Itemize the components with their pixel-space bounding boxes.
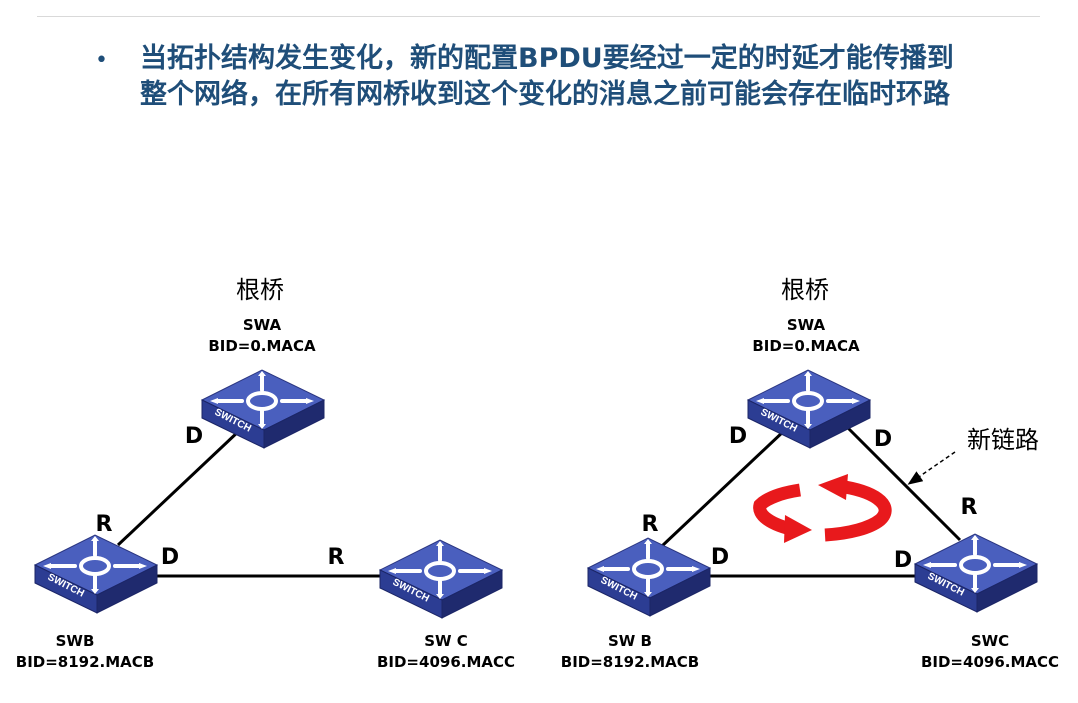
right-port-c-b: D [894,548,912,573]
right-topology: SWITCH SWITCH SWITCH 新链路 根桥 SWA BID=0.MA… [561,276,1059,671]
left-link-a-b [116,428,242,547]
right-port-a-b: D [729,424,747,449]
dashed-arrow-icon [907,451,956,485]
bullet-text: 当拓扑结构发生变化，新的配置BPDU要经过一定的时延才能传播到整个网络，在所有网… [140,43,954,110]
right-swc-switch-icon: SWITCH [913,532,1039,614]
left-port-b-c: D [161,545,179,570]
left-port-a-b: D [185,424,203,449]
left-swb-switch-icon: SWITCH [33,533,159,615]
left-swb-name: SWB [56,632,95,650]
bullet-point-marker: • [95,48,108,73]
right-port-b-c: D [711,545,729,570]
new-link-label: 新链路 [967,426,1039,454]
right-swa-switch-icon: SWITCH [746,368,872,450]
right-swc-bid: BID=4096.MACC [921,653,1059,671]
right-root-bridge-label: 根桥 [781,276,829,304]
left-swc-name: SW C [424,632,468,650]
right-swa-name: SWA [787,316,826,334]
right-swb-name: SW B [608,632,652,650]
right-swb-switch-icon: SWITCH [586,536,712,618]
left-root-bridge-label: 根桥 [236,276,284,304]
right-swa-bid: BID=0.MACA [752,337,860,355]
left-swa-bid: BID=0.MACA [208,337,316,355]
top-rule [37,16,1040,17]
left-swb-bid: BID=8192.MACB [16,653,154,671]
left-port-b-a: R [96,512,113,537]
left-swa-name: SWA [243,316,282,334]
left-topology: SWITCH SWITCH SWITCH 根桥 SWA BID=0.MACA S… [16,276,515,671]
left-swc-switch-icon: SWITCH [378,538,504,620]
left-port-c-b: R [328,545,345,570]
right-port-c-a: R [961,495,978,520]
right-swc-name: SWC [971,632,1009,650]
right-link-a-c [843,423,962,542]
left-swc-bid: BID=4096.MACC [377,653,515,671]
right-port-a-c: D [874,427,892,452]
left-swa-switch-icon: SWITCH [200,368,326,450]
right-swb-bid: BID=8192.MACB [561,653,699,671]
loop-arrow-icon [753,474,892,543]
right-port-b-a: R [642,512,659,537]
right-link-a-b [660,428,787,548]
